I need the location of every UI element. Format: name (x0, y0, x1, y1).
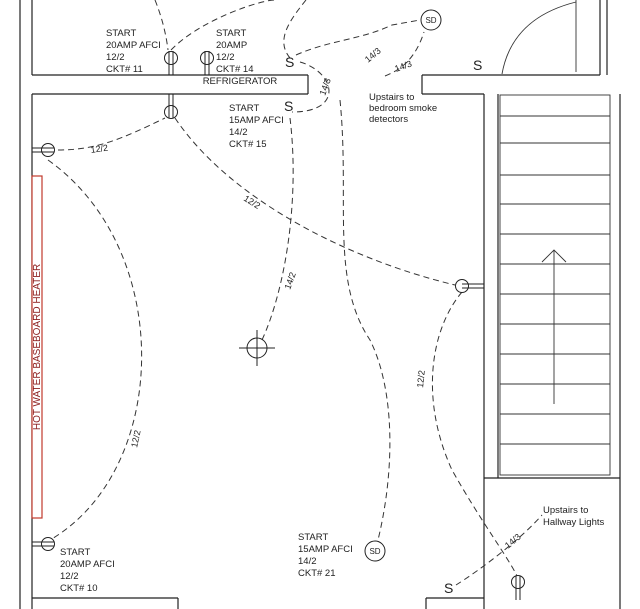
circuit-label-ckt14: START 20AMP 12/2 CKT# 14 (216, 28, 254, 75)
wire-label-2: 12/2 (242, 193, 262, 211)
wire-sd1-upstairs (384, 31, 425, 77)
wire-label-4: 12/2 (129, 429, 142, 448)
wire-label-8: 14/3 (317, 77, 332, 97)
svg-text:SD: SD (369, 547, 380, 556)
wire-switch4-hallway (455, 514, 543, 586)
wire-label-3: 14/2 (282, 271, 297, 291)
svg-text:CKT# 11: CKT# 11 (106, 64, 143, 75)
note-hallway-lights: Upstairs to Hallway Lights (543, 505, 604, 528)
wire-ckt11-home (154, 0, 169, 51)
wire-switch1-sd1 (295, 19, 421, 56)
wire-label-9: 14/3 (503, 532, 523, 551)
switch-3: S (473, 57, 482, 73)
switch-1: S (285, 54, 294, 70)
svg-text:Upstairs to: Upstairs to (369, 92, 414, 103)
svg-text:START: START (60, 547, 90, 558)
outlet-below-partition (164, 94, 178, 119)
circuit-label-ckt10: START 20AMP AFCI 12/2 CKT# 10 (60, 547, 115, 594)
svg-text:CKT# 21: CKT# 21 (298, 568, 336, 579)
svg-text:START: START (298, 532, 328, 543)
wire-to-sd2 (339, 99, 391, 541)
wire-heater-loop (47, 159, 142, 541)
svg-text:15AMP AFCI: 15AMP AFCI (229, 115, 284, 126)
svg-text:20AMP AFCI: 20AMP AFCI (60, 559, 115, 570)
wire-label-6: 14/3 (363, 46, 383, 65)
smoke-detector-upper: SD (420, 9, 442, 31)
svg-text:14/2: 14/2 (229, 127, 248, 138)
ceiling-light-icon (239, 330, 275, 366)
switch-2: S (284, 98, 293, 114)
heater-label: HOT WATER BASEBOARD HEATER (32, 264, 43, 430)
wire-diagonal-outlet (174, 117, 456, 286)
refrigerator-label: REFRIGERATOR (203, 76, 278, 87)
wire-outlet-lower (431, 291, 519, 579)
svg-text:12/2: 12/2 (60, 571, 79, 582)
circuit-label-ckt21: START 15AMP AFCI 14/2 CKT# 21 (298, 532, 353, 579)
switch-4: S (444, 580, 453, 596)
wire-label-5: 12/2 (415, 370, 427, 388)
wire-label-1: 12/2 (90, 143, 109, 155)
svg-text:SD: SD (425, 16, 436, 25)
wire-label-7: 14/3 (393, 58, 413, 73)
wiring (47, 0, 543, 586)
outlet-ckt14 (200, 51, 214, 75)
wire-labels: 12/2 12/2 14/2 12/2 12/2 14/3 14/3 14/3 … (90, 46, 523, 551)
outlet-left-wall-upper (32, 143, 55, 157)
svg-text:CKT# 14: CKT# 14 (216, 64, 254, 75)
svg-text:20AMP AFCI: 20AMP AFCI (106, 40, 161, 51)
svg-text:20AMP: 20AMP (216, 40, 247, 51)
wire-ckt10-upper (57, 117, 166, 151)
circuit-label-ckt11: START 20AMP AFCI 12/2 CKT# 11 (106, 28, 161, 75)
svg-text:Hallway Lights: Hallway Lights (543, 517, 604, 528)
svg-text:12/2: 12/2 (106, 52, 125, 63)
baseboard-heater: HOT WATER BASEBOARD HEATER (31, 175, 43, 519)
svg-text:START: START (106, 28, 136, 39)
outlet-bottom-right (511, 575, 525, 600)
smoke-detector-lower: SD (364, 540, 386, 562)
svg-text:START: START (216, 28, 246, 39)
svg-text:14/2: 14/2 (298, 556, 317, 567)
note-bedroom-smoke: Upstairs to bedroom smoke detectors (369, 92, 437, 125)
stair-arrow-head (541, 249, 567, 263)
svg-text:START: START (229, 103, 259, 114)
svg-text:Upstairs to: Upstairs to (543, 505, 588, 516)
svg-text:CKT# 15: CKT# 15 (229, 139, 267, 150)
staircase (499, 94, 611, 476)
heater-outline (31, 175, 43, 519)
svg-text:12/2: 12/2 (216, 52, 235, 63)
wire-switch1-up (283, 0, 307, 59)
wire-outlet-to-top (170, 0, 276, 51)
wire-switch2-light (261, 117, 294, 341)
circuit-label-ckt15: START 15AMP AFCI 14/2 CKT# 15 (229, 103, 284, 150)
stair-outline (499, 94, 611, 476)
svg-text:detectors: detectors (369, 114, 408, 125)
svg-text:bedroom smoke: bedroom smoke (369, 103, 437, 114)
door-swing-arc (501, 1, 577, 75)
outlet-stair-wall (455, 279, 484, 293)
outlet-ckt11 (164, 51, 178, 75)
svg-text:15AMP AFCI: 15AMP AFCI (298, 544, 353, 555)
outlet-left-wall-lower (32, 537, 55, 551)
wire-switch1-switch2 (291, 61, 330, 113)
svg-text:CKT# 10: CKT# 10 (60, 583, 98, 594)
